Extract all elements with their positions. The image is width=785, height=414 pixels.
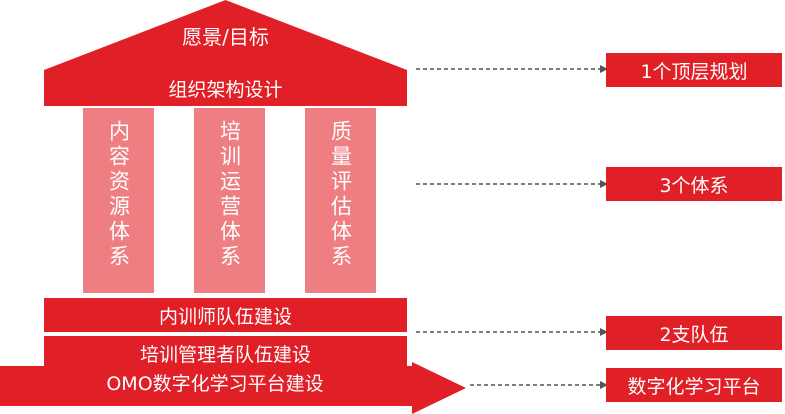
platform-arrow-shape [0,362,466,414]
outcome-three-systems: 3个体系 [606,167,782,201]
pillar-label: 质量评估体系 [328,120,353,270]
org-structure-bar: 组织架构设计 [44,70,407,106]
pillar-label: 内容资源体系 [106,120,131,270]
platform-arrow-label: OMO数字化学习平台建设 [106,373,324,395]
training-manager-team-bar: 培训管理者队伍建设 [44,336,407,370]
pillar-label: 培训运营体系 [217,120,242,270]
outcome-label: 1个顶层规划 [640,60,748,83]
connector-arrow-1 [416,65,608,73]
roof-shape [44,0,407,70]
pillar-training-operations: 培训运营体系 [194,108,265,293]
pillar-quality-evaluation: 质量评估体系 [305,108,376,293]
training-manager-team-label: 培训管理者队伍建设 [139,343,311,366]
org-structure-label: 组织架构设计 [168,78,283,101]
connector-arrow-3 [416,328,608,336]
outcome-two-teams: 2支队伍 [606,316,782,350]
outcome-label: 2支队伍 [659,323,729,346]
internal-trainer-team-label: 内训师队伍建设 [158,305,292,328]
outcome-label: 3个体系 [659,174,729,197]
connector-arrow-2 [416,180,608,188]
outcome-digital-platform: 数字化学习平台 [606,368,782,402]
internal-trainer-team-bar: 内训师队伍建设 [44,298,407,332]
pillar-content-resources: 内容资源体系 [83,108,154,293]
outcome-top-level-plan: 1个顶层规划 [606,53,782,87]
connector-arrow-4 [470,381,608,389]
outcome-label: 数字化学习平台 [627,375,761,398]
vision-goal-label: 愿景/目标 [182,25,269,49]
